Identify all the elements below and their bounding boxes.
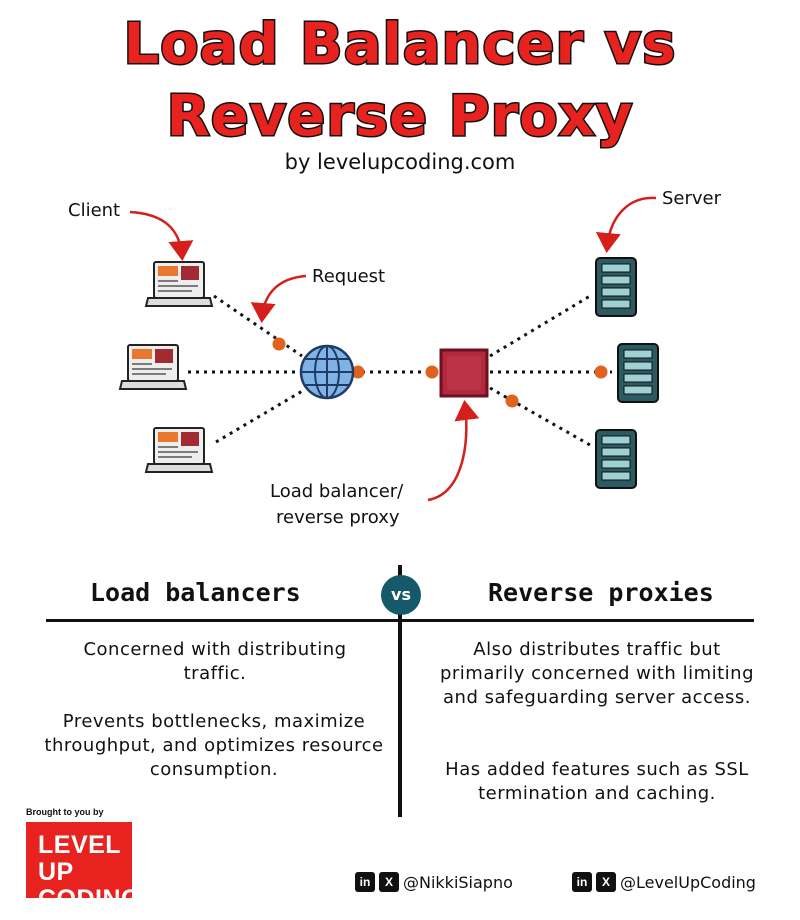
right-para-1: Also distributes traffic but primarily c… xyxy=(439,639,754,708)
social-nikki[interactable]: in X @NikkiSiapno xyxy=(355,872,513,892)
load-balancer-box-icon xyxy=(439,348,489,398)
level-up-coding-logo[interactable]: LEVEL UP CODING xyxy=(26,822,141,913)
logo-line-2: CODING xyxy=(38,885,141,913)
title-line-2: Reverse Proxy xyxy=(165,83,634,151)
client-laptop-icon xyxy=(145,427,213,473)
client-laptop-icon xyxy=(119,344,187,390)
request-dot xyxy=(425,365,439,379)
server-icon xyxy=(617,343,659,403)
proxy-arrow xyxy=(427,400,480,502)
logo-line-1: LEVEL UP xyxy=(38,831,121,886)
server-icon xyxy=(595,429,637,489)
client-arrow xyxy=(129,210,194,261)
x-icon[interactable]: X xyxy=(596,872,616,892)
x-icon[interactable]: X xyxy=(379,872,399,892)
vs-badge: vs xyxy=(381,575,421,615)
linkedin-icon[interactable]: in xyxy=(572,872,592,892)
connection-line xyxy=(215,388,305,444)
request-dot xyxy=(272,337,286,351)
server-arrow xyxy=(595,196,657,253)
client-label: Client xyxy=(68,200,121,221)
title-line-1: Load Balancer vs xyxy=(122,11,677,79)
subtitle: by levelupcoding.com xyxy=(284,150,516,174)
request-dot xyxy=(505,394,519,408)
server-label: Server xyxy=(662,188,722,209)
left-para-2: Prevents bottlenecks, maximize throughpu… xyxy=(44,711,384,780)
reverse-proxies-heading: Reverse proxies xyxy=(488,578,714,607)
right-para-2: Has added features such as SSL terminati… xyxy=(445,759,749,804)
lb-label-line-2: reverse proxy xyxy=(276,507,400,528)
connection-line xyxy=(213,294,303,358)
connection-line xyxy=(489,294,591,358)
architecture-diagram xyxy=(119,196,659,502)
request-dot xyxy=(594,365,608,379)
request-label: Request xyxy=(312,266,386,287)
server-icon xyxy=(595,257,637,317)
vertical-divider xyxy=(398,565,402,817)
request-dot xyxy=(351,365,365,379)
internet-globe-icon xyxy=(299,344,355,400)
left-para-1: Concerned with distributing traffic. xyxy=(83,639,347,684)
social-levelup[interactable]: in X @LevelUpCoding xyxy=(572,872,756,892)
brought-by-text: Brought to you by xyxy=(26,807,104,817)
client-laptop-icon xyxy=(145,261,213,307)
social-handle-1: @NikkiSiapno xyxy=(403,872,513,892)
connection-line xyxy=(489,386,591,447)
request-arrow xyxy=(250,274,307,323)
social-handle-2: @LevelUpCoding xyxy=(620,872,756,892)
load-balancers-heading: Load balancers xyxy=(90,578,301,607)
linkedin-icon[interactable]: in xyxy=(355,872,375,892)
lb-label-line-1: Load balancer/ xyxy=(270,481,404,502)
